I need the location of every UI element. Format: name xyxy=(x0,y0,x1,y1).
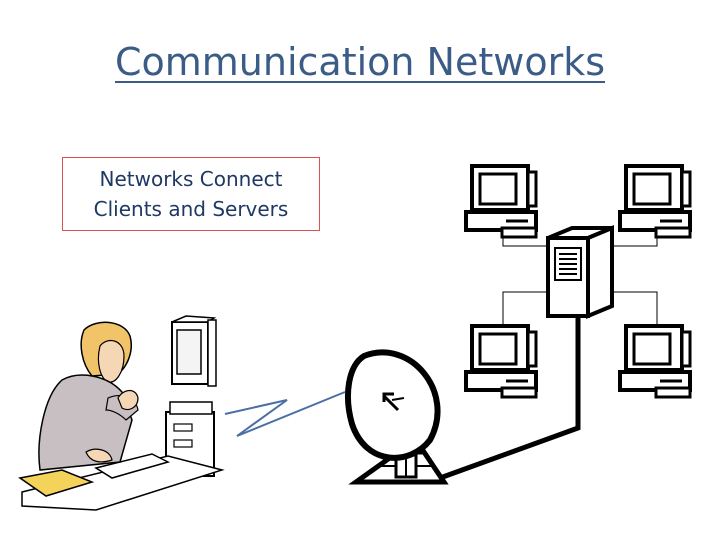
desktop-computer-icon xyxy=(618,164,692,239)
callout-line-2: Clients and Servers xyxy=(93,197,289,221)
server-tower-icon xyxy=(546,225,614,319)
woman-at-computer-icon xyxy=(18,315,225,511)
desktop-computer-icon xyxy=(464,324,538,399)
satellite-dish-icon xyxy=(345,349,449,485)
callout-line-1: Networks Connect xyxy=(99,167,283,191)
wireless-link xyxy=(224,391,346,437)
desktop-computer-icon xyxy=(464,164,538,239)
slide-title-text: Communication Networks xyxy=(114,40,606,84)
desktop-computer-icon xyxy=(618,324,692,399)
slide-title: Communication Networks xyxy=(0,40,720,84)
callout-box: Networks Connect Clients and Servers xyxy=(62,157,320,231)
server-dish-cable xyxy=(439,318,581,481)
